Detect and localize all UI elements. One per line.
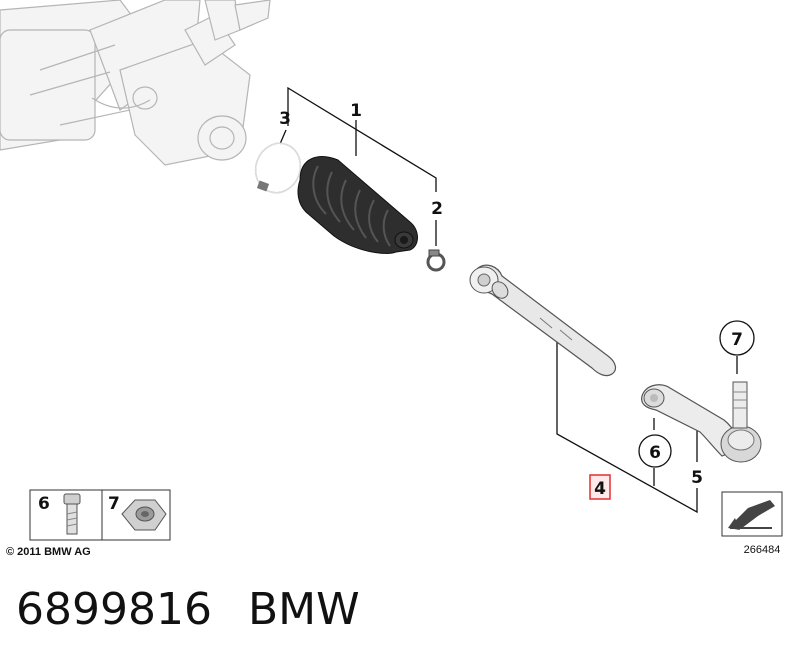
steering-rack-ghost <box>0 0 271 166</box>
small-clamp-part[interactable] <box>426 249 446 272</box>
tie-rod-end-part[interactable] <box>641 381 762 463</box>
diagram-number: 266484 <box>744 544 781 556</box>
bellows-part[interactable] <box>297 156 418 254</box>
tie-rod-part[interactable] <box>469 264 617 377</box>
copyright-text: © 2011 BMW AG <box>6 546 91 558</box>
callout-6: 6 <box>649 443 661 463</box>
nut-icon <box>121 499 167 531</box>
direction-arrow-icon <box>728 500 775 530</box>
callout-7: 7 <box>731 330 743 350</box>
diagram-reference: 266484 <box>721 491 783 556</box>
clamp-ring-part[interactable] <box>249 137 307 199</box>
callout-1: 1 <box>350 101 362 121</box>
callout-2: 2 <box>431 199 443 219</box>
callout-3: 3 <box>279 109 291 129</box>
legend-label-6: 6 <box>38 494 50 514</box>
callout-4-highlight <box>589 474 611 500</box>
callout-5: 5 <box>691 468 703 488</box>
leader-lines <box>279 86 738 514</box>
legend-label-7: 7 <box>108 494 120 514</box>
callout-4[interactable]: 4 <box>594 479 606 499</box>
bolt-icon <box>63 493 81 535</box>
hardware-legend: 6 7 <box>29 489 171 541</box>
brand-name: BMW <box>248 584 360 635</box>
part-number: 6899816 <box>16 584 212 635</box>
